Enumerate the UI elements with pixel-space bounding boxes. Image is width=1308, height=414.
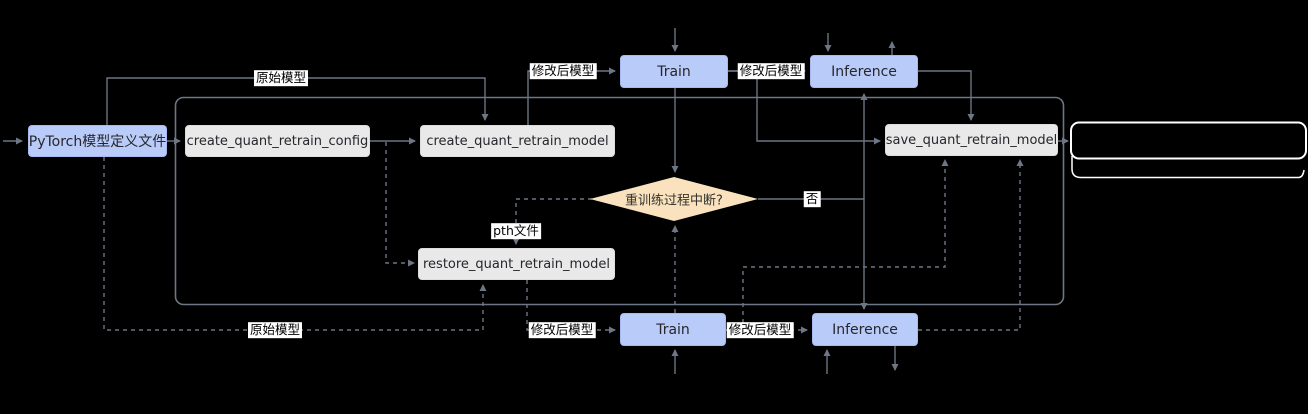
- node-create-quant-retrain-config: create_quant_retrain_config: [185, 125, 370, 157]
- edge-label-modified-model-bottom-right: 修改后模型: [726, 322, 794, 338]
- dashed-edges: [103, 142, 1024, 334]
- node-pytorch-model-file: PyTorch模型定义文件: [28, 125, 167, 157]
- edge-label-no-branch: 否: [803, 191, 821, 207]
- output-box-shape: [1070, 121, 1307, 179]
- node-train-top: Train: [620, 55, 728, 88]
- node-inference-top: Inference: [810, 55, 918, 88]
- edge-label-modified-model-top-right: 修改后模型: [737, 63, 805, 79]
- edge-label-modified-model-bottom-left: 修改后模型: [528, 322, 596, 338]
- edge-label-original-model-top: 原始模型: [253, 70, 309, 86]
- edge-label-original-model-bottom: 原始模型: [247, 322, 303, 338]
- node-train-bottom: Train: [620, 313, 726, 346]
- node-create-quant-retrain-model: create_quant_retrain_model: [420, 125, 615, 157]
- node-restore-quant-retrain-model: restore_quant_retrain_model: [418, 248, 615, 280]
- decision-diamond-label: 重训练过程中断?: [625, 193, 723, 209]
- decision-diamond-shape: [590, 177, 758, 221]
- edge-label-pth-file: pth文件: [491, 223, 541, 239]
- node-inference-bottom: Inference: [812, 313, 918, 346]
- node-save-quant-retrain-model: save_quant_retrain_model: [885, 124, 1058, 156]
- edge-label-modified-model-top-left: 修改后模型: [529, 63, 597, 79]
- container-outline: [174, 96, 1065, 306]
